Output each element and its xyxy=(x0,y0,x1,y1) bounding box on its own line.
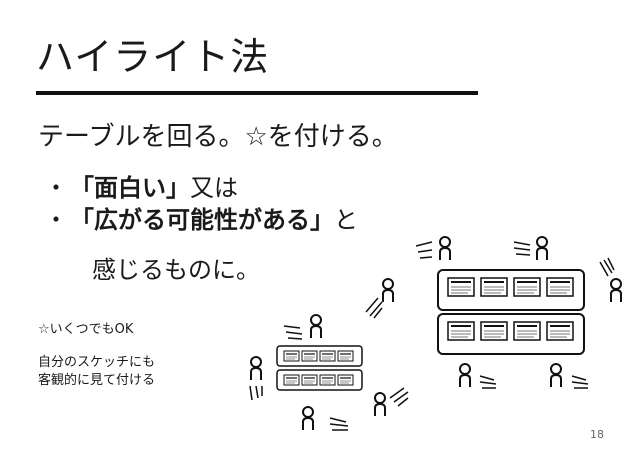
motion-lines xyxy=(283,325,303,340)
motion-lines xyxy=(365,297,383,319)
bullet-tail: 又は xyxy=(190,174,238,202)
bullet-tail: と xyxy=(334,206,358,234)
motion-lines xyxy=(599,257,615,277)
small-table-top xyxy=(276,345,363,367)
person-icon xyxy=(459,363,471,388)
person-icon xyxy=(250,356,262,381)
person-icon xyxy=(382,278,394,303)
lead-text: テーブルを回る。☆を付ける。 xyxy=(38,122,398,152)
large-table-top xyxy=(437,269,585,311)
motion-lines xyxy=(513,241,531,256)
person-icon xyxy=(610,278,622,303)
bullet-marker: ・ xyxy=(44,174,68,202)
bullet-marker: ・ xyxy=(44,206,68,234)
person-icon xyxy=(310,314,322,339)
motion-lines xyxy=(571,375,589,389)
slide-title: ハイライト法 xyxy=(36,35,270,79)
bullet-emphasis: 「面白い」 xyxy=(70,174,190,202)
note-line: 自分のスケッチにも xyxy=(38,355,156,370)
title-underline xyxy=(36,91,478,95)
bullet-item-potential: ・「広がる可能性がある」と xyxy=(44,200,358,235)
note-line: 客観的に見て付ける xyxy=(38,373,156,388)
person-icon xyxy=(374,392,386,417)
note-any-stars: ☆いくつでもOK xyxy=(38,322,134,337)
motion-lines xyxy=(389,387,409,407)
person-icon xyxy=(439,236,451,261)
person-icon xyxy=(550,363,562,388)
motion-lines xyxy=(329,417,349,431)
small-table-bottom xyxy=(276,369,363,391)
bullet-item-interesting: ・「面白い」又は xyxy=(44,168,238,203)
large-table-bottom xyxy=(437,313,585,355)
continuation-text: 感じるものに。 xyxy=(92,256,260,284)
motion-lines xyxy=(479,375,497,389)
person-icon xyxy=(536,236,548,261)
person-icon xyxy=(302,406,314,431)
page-number: 18 xyxy=(590,428,604,441)
motion-lines xyxy=(415,241,433,259)
bullet-emphasis: 「広がる可能性がある」 xyxy=(70,206,334,234)
note-own-sketch: 自分のスケッチにも 客観的に見て付ける xyxy=(38,354,155,390)
motion-lines xyxy=(249,385,263,401)
